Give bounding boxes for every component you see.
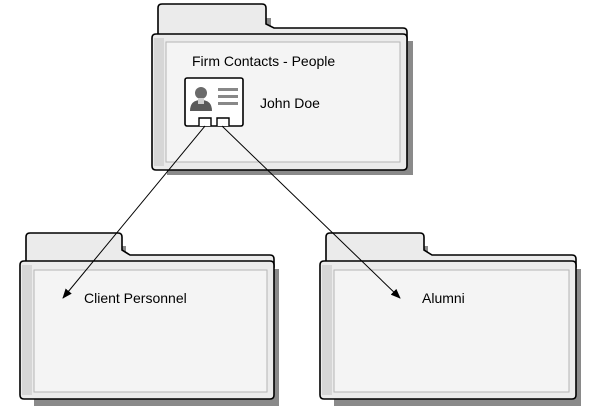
folder-client-personnel[interactable] [19,232,279,406]
connector-arrow-to-client-personnel [62,125,206,299]
folder-label-client-personnel: Client Personnel [84,290,187,306]
contact-card-icon[interactable] [184,77,244,127]
folder-label-alumni: Alumni [422,290,465,306]
contact-name-label: John Doe [260,95,320,111]
connector-arrow-to-alumni [221,125,401,299]
folder-alumni[interactable] [319,232,581,406]
folder-firm-contacts-people[interactable] [151,3,413,175]
folder-title-firm-contacts-people: Firm Contacts - People [192,53,336,69]
